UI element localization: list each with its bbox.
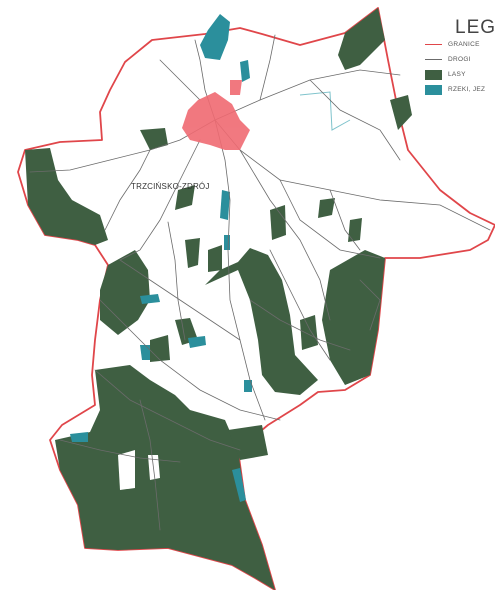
water-bodies xyxy=(70,14,252,502)
lake-sw xyxy=(70,432,88,442)
forest-ne-small xyxy=(390,95,412,130)
forest-small-3 xyxy=(185,238,200,268)
lake-mid xyxy=(188,336,206,348)
forest-small-8 xyxy=(300,315,318,350)
lake-small-1 xyxy=(140,345,150,360)
forest-south-clearing-2 xyxy=(148,455,160,480)
road-network xyxy=(29,34,491,531)
lake-small-3 xyxy=(224,235,230,250)
water-swatch xyxy=(425,84,442,95)
forest-small-4 xyxy=(270,205,286,240)
lake-west xyxy=(140,294,160,304)
legend-label-roads: DROGI xyxy=(448,56,471,63)
legend-title: LEGI xyxy=(455,18,495,38)
legend-item-boundary: GRANICE xyxy=(425,38,495,51)
legend-label-forest: LASY xyxy=(448,71,466,78)
forest-small-7 xyxy=(348,218,362,242)
forest-ne xyxy=(338,8,385,70)
forest-west xyxy=(25,148,108,245)
lake-north-2 xyxy=(240,60,250,82)
lake-center xyxy=(220,190,230,220)
lake-south xyxy=(232,468,246,502)
lake-small-2 xyxy=(244,380,252,392)
forest-small-10 xyxy=(228,425,268,460)
legend-item-forest: LASY xyxy=(425,68,495,81)
forest-south xyxy=(55,365,275,590)
town-label: TRZCIŃSKO-ZDRÓJ xyxy=(131,182,210,191)
road-line-swatch xyxy=(425,59,442,60)
forest-nw xyxy=(140,128,168,150)
town-trzcinsko-zdroj xyxy=(182,80,250,150)
boundary-line-swatch xyxy=(425,44,442,45)
forest-swatch xyxy=(425,69,442,80)
forest-south-clearing-1 xyxy=(118,450,135,490)
legend-label-boundary: GRANICE xyxy=(448,41,480,48)
forest-small-9 xyxy=(208,245,222,272)
lake-north xyxy=(200,14,230,60)
forest-east xyxy=(322,250,385,385)
legend-item-water: RZEKI, JEZ xyxy=(425,83,495,96)
forest-small-1 xyxy=(175,185,195,210)
forest-center xyxy=(205,248,318,395)
river-east xyxy=(299,91,351,131)
map-legend: LEGI GRANICE DROGI LASY RZEKI, JEZ xyxy=(425,18,495,96)
legend-label-water: RZEKI, JEZ xyxy=(448,86,486,93)
legend-item-roads: DROGI xyxy=(425,53,495,66)
forest-small-2 xyxy=(318,198,335,218)
